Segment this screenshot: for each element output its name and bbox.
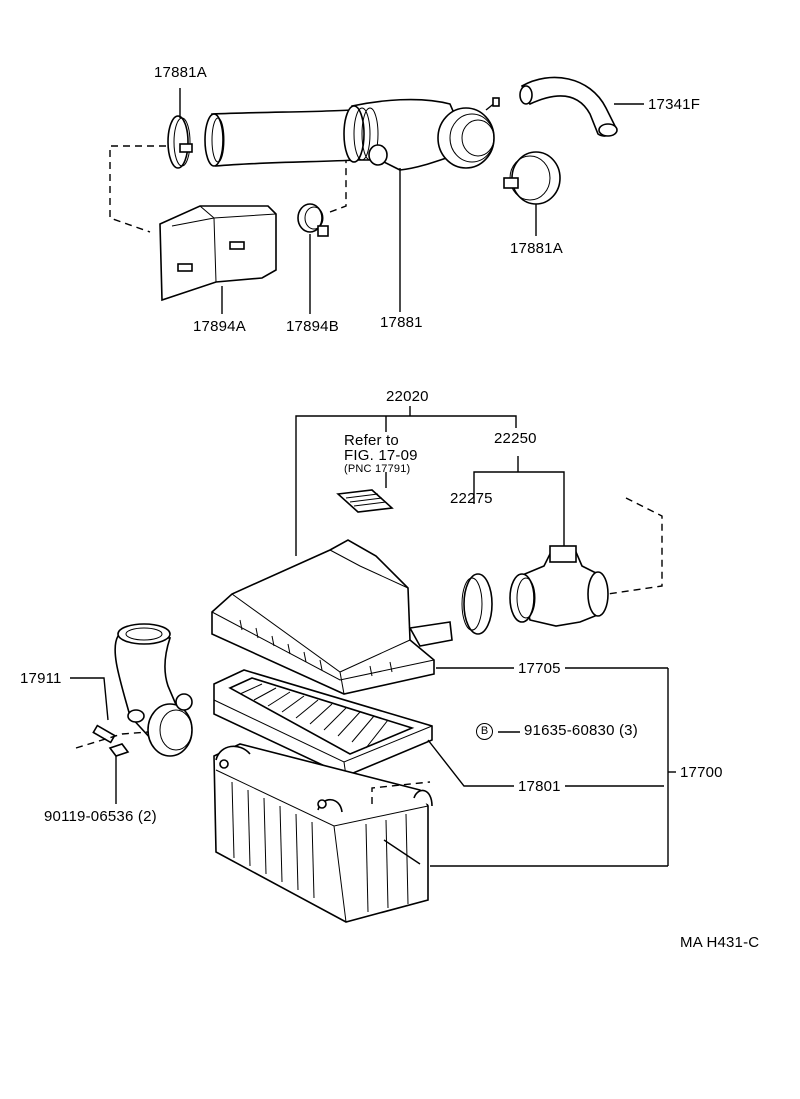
air-hose-17881 xyxy=(343,97,500,171)
label-17894B: 17894B xyxy=(286,318,339,335)
label-17700: 17700 xyxy=(680,764,723,781)
refer-line-1: Refer to xyxy=(344,432,399,449)
air-flow-meter-22250 xyxy=(509,545,609,627)
refer-line-3: (PNC 17791) xyxy=(344,463,411,475)
label-17911: 17911 xyxy=(20,670,62,687)
refer-line-2: FIG. 17-09 xyxy=(344,447,418,464)
clamp-17881A-right xyxy=(503,151,561,205)
label-22275: 22275 xyxy=(450,490,493,507)
label-17341F: 17341F xyxy=(648,96,701,113)
label-17705: 17705 xyxy=(514,660,565,677)
gasket-22275 xyxy=(461,573,493,635)
label-17801: 17801 xyxy=(514,778,565,795)
label-90119: 90119-06536 (2) xyxy=(44,808,157,825)
bolt-90119 xyxy=(92,724,130,757)
label-17881A-left: 17881A xyxy=(154,64,207,81)
intake-hose xyxy=(204,109,357,167)
resonator-17894A xyxy=(159,205,277,302)
filter-element-17801 xyxy=(213,669,433,777)
label-plate xyxy=(336,489,394,513)
clamp-17894B xyxy=(297,203,329,237)
badge-b: B xyxy=(476,723,493,740)
label-17894A: 17894A xyxy=(193,318,246,335)
label-17881: 17881 xyxy=(380,314,423,331)
label-91635: 91635-60830 (3) xyxy=(524,722,638,739)
inlet-duct-17911 xyxy=(114,623,193,757)
label-17881A-right: 17881A xyxy=(510,240,563,257)
label-22020: 22020 xyxy=(386,388,429,405)
air-cleaner-cap xyxy=(211,539,453,695)
label-22250: 22250 xyxy=(494,430,537,447)
clamp-17881A-left xyxy=(167,115,193,169)
air-cleaner-case xyxy=(213,743,433,923)
hose-17341F xyxy=(519,76,618,137)
figure-code: MA H431-C xyxy=(680,934,760,951)
